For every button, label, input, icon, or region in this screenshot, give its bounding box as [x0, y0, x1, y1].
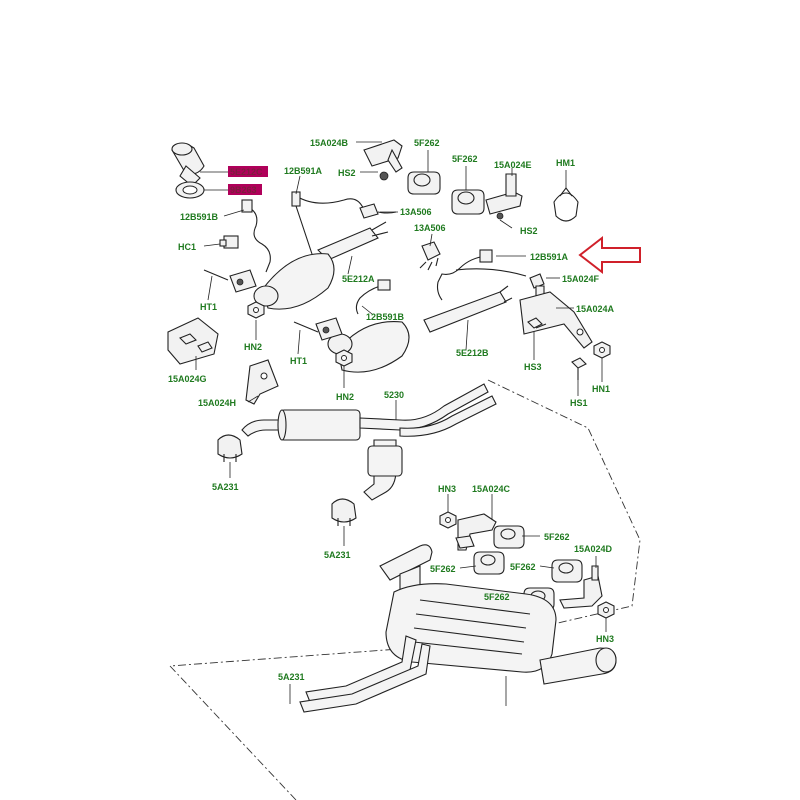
- flange-5E212A: [229, 269, 257, 293]
- stud-HT1-a: [203, 269, 229, 281]
- highlight-box-9B263: [228, 184, 262, 195]
- nut-HN3-a: [439, 511, 457, 529]
- label-13A506-b: 13A506: [414, 223, 446, 233]
- label-5E212A: 5E212A: [342, 274, 375, 284]
- label-12B591A-right: 12B591A: [530, 252, 569, 262]
- rubber-mount-5F262-b: [451, 189, 485, 215]
- label-HN3-b: HN3: [596, 634, 614, 644]
- label-HS3: HS3: [524, 362, 542, 372]
- highlight-box-5E212C: [228, 166, 268, 177]
- label-15A024D: 15A024D: [574, 544, 613, 554]
- rear-section-boundary: [169, 379, 641, 800]
- bracket-15A024C-part: [455, 513, 497, 551]
- label-15A024H: 15A024H: [198, 398, 236, 408]
- label-12B591B-top: 12B591B: [180, 212, 219, 222]
- label-5A231-a: 5A231: [212, 482, 239, 492]
- screw-HS3: [527, 317, 547, 329]
- label-5A231-b: 5A231: [324, 550, 351, 560]
- sensor-harness-12B591A-top: [295, 195, 371, 217]
- label-HN1: HN1: [592, 384, 610, 394]
- label-HT1-a: HT1: [200, 302, 217, 312]
- clip-15A024F: [529, 273, 545, 297]
- harness-clip-HC1: [219, 235, 239, 249]
- bracket-15A024D-part: [559, 565, 603, 609]
- connector-13A506-a: [359, 203, 397, 219]
- label-5A231-c: 5A231: [278, 672, 305, 682]
- stud-HT1-b: [293, 321, 319, 333]
- label-5F262-d: 5F262: [430, 564, 456, 574]
- label-HS2-top: HS2: [338, 168, 356, 178]
- sensor-harness-left: [245, 205, 271, 273]
- label-HS1: HS1: [570, 398, 588, 408]
- nut-HN2-b: [335, 349, 353, 367]
- clamp-5A231-b: [331, 498, 357, 526]
- rubber-mount-5F262-d: [473, 551, 505, 575]
- rubber-mount-5F262-e: [551, 559, 583, 583]
- nut-HN2-a: [247, 301, 265, 319]
- label-HM1: HM1: [556, 158, 575, 168]
- hanger-HM1-part: [553, 187, 579, 222]
- label-5F262-b: 5F262: [452, 154, 478, 164]
- flange-pipe-part: [171, 142, 205, 187]
- bracket-15A024B-part: [363, 139, 403, 181]
- gasket-part: [175, 181, 205, 199]
- screw-HS1: [571, 357, 587, 380]
- nut-HN3-b: [597, 601, 615, 619]
- label-HN3-a: HN3: [438, 484, 456, 494]
- intermediate-pipe-5230: [241, 383, 497, 501]
- label-5230: 5230: [384, 390, 404, 400]
- sensor-harness-12B591A-right: [436, 255, 487, 301]
- label-12B591A-top: 12B591A: [284, 166, 323, 176]
- label-12B591B-mid: 12B591B: [366, 312, 405, 322]
- rubber-mount-5F262-a: [407, 171, 441, 195]
- bracket-15A024E-part: [485, 173, 523, 220]
- label-15A024A: 15A024A: [576, 304, 615, 314]
- label-15A024G: 15A024G: [168, 374, 207, 384]
- label-HN2-a: HN2: [244, 342, 262, 352]
- catalytic-converter-5E212B: [327, 285, 513, 373]
- label-5E212B: 5E212B: [456, 348, 489, 358]
- nut-HN1: [593, 341, 611, 359]
- label-15A024F: 15A024F: [562, 274, 600, 284]
- label-5F262-e: 5F262: [510, 562, 536, 572]
- label-5F262-a: 5F262: [414, 138, 440, 148]
- label-15A024B: 15A024B: [310, 138, 349, 148]
- label-13A506-a: 13A506: [400, 207, 432, 217]
- bracket-15A024A-part: [519, 291, 593, 349]
- label-HC1: HC1: [178, 242, 196, 252]
- label-HN2-b: HN2: [336, 392, 354, 402]
- sensor-harness-12B591B-mid: [355, 285, 381, 315]
- label-15A024C: 15A024C: [472, 484, 511, 494]
- connector-13A506-b: [419, 241, 441, 271]
- label-9B263: 9B263: [230, 185, 257, 195]
- catalytic-converter-5E212A: [253, 221, 389, 310]
- label-15A024E: 15A024E: [494, 160, 532, 170]
- sensor-connector-12B591B: [241, 199, 253, 213]
- label-HT1-b: HT1: [290, 356, 307, 366]
- label-5F262-c: 5F262: [544, 532, 570, 542]
- bracket-15A024H-part: [245, 359, 279, 405]
- rubber-mount-5F262-c: [493, 525, 525, 549]
- label-HS2-right: HS2: [520, 226, 538, 236]
- bracket-15A024G-part: [167, 317, 219, 365]
- clamp-5A231-a: [217, 434, 243, 462]
- callout-arrow: [578, 235, 641, 275]
- label-5F262-f: 5F262: [484, 592, 510, 602]
- label-5E212C: 5E212C: [230, 167, 263, 177]
- rear-muffler: [299, 544, 617, 713]
- flange-5E212B: [315, 317, 343, 341]
